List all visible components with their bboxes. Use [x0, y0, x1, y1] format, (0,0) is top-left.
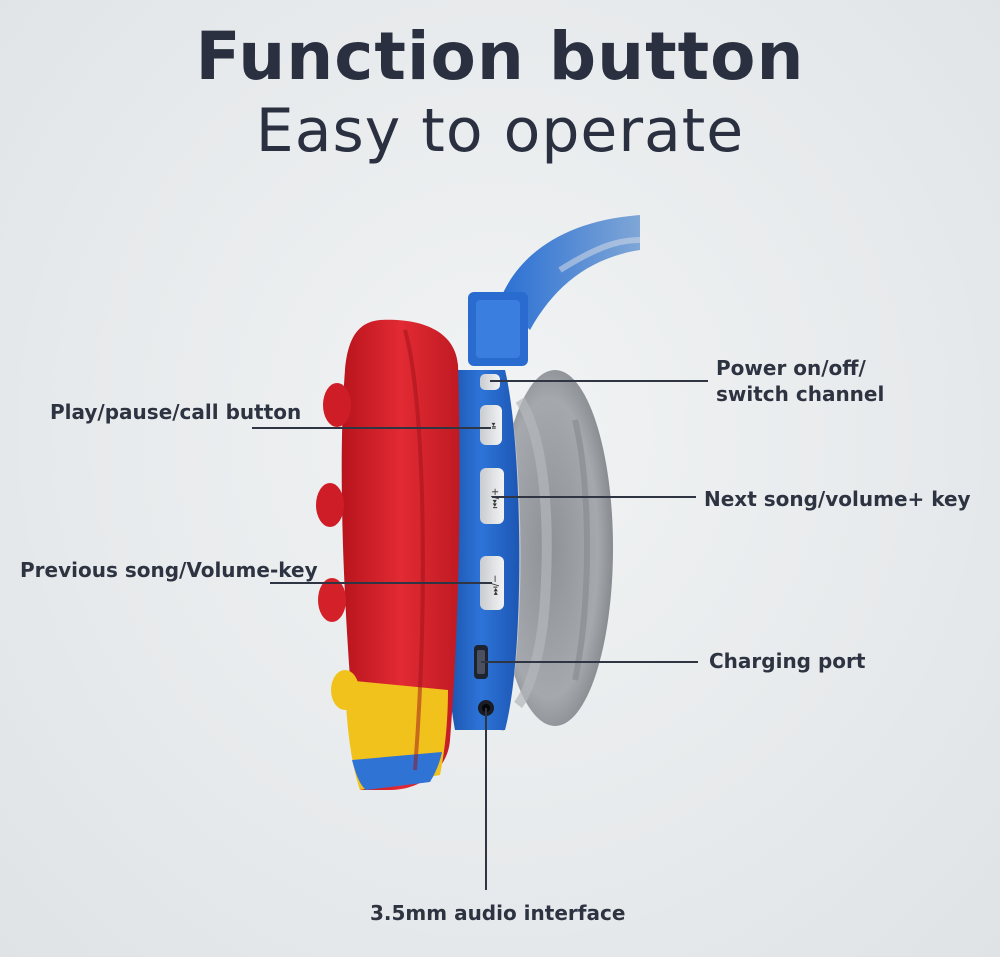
- page-subtitle: Easy to operate: [255, 96, 745, 166]
- power-callout-line2: switch channel: [716, 382, 885, 406]
- audio-callout: 3.5mm audio interface: [370, 901, 626, 925]
- pop-it-earcup: [316, 319, 460, 790]
- ear-cushion: [497, 370, 613, 726]
- previous-callout: Previous song/Volume-key: [20, 558, 318, 582]
- play-pause-button[interactable]: [480, 405, 502, 445]
- power-callout: Power on/off/ switch channel: [716, 355, 884, 407]
- play-pause-callout: Play/pause/call button: [50, 400, 302, 424]
- page-title: Function button: [195, 18, 805, 95]
- svg-text:−/⏮: −/⏮: [489, 575, 500, 596]
- next-callout: Next song/volume+ key: [704, 487, 971, 511]
- blue-housing: [442, 370, 520, 730]
- svg-text:⏯: ⏯: [488, 422, 498, 429]
- callout-lines: [252, 380, 708, 890]
- charging-callout: Charging port: [709, 649, 866, 673]
- power-callout-line1: Power on/off/: [716, 356, 866, 380]
- headband: [468, 215, 641, 366]
